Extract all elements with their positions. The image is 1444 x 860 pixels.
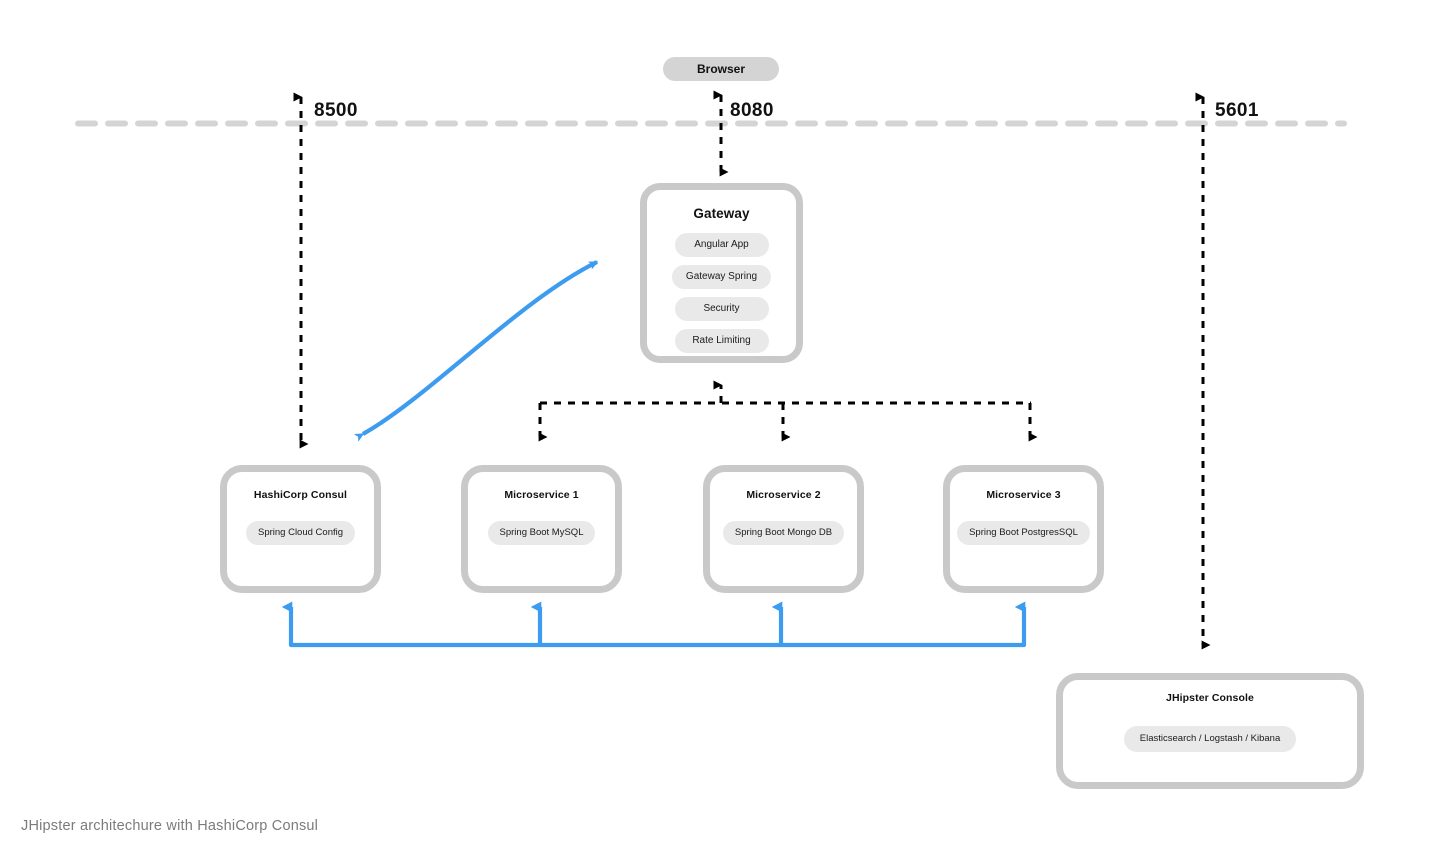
gateway-node[interactable]: Gateway Angular App Gateway Spring Secur… <box>640 183 803 363</box>
service-node-microservice-1[interactable]: Microservice 1 Spring Boot MySQL <box>461 465 622 593</box>
service-component-wrap: Spring Boot PostgresSQL <box>950 521 1097 545</box>
service-title: Microservice 2 <box>746 489 821 501</box>
service-component-wrap: Spring Boot Mongo DB <box>710 521 857 545</box>
service-node-microservice-2[interactable]: Microservice 2 Spring Boot Mongo DB <box>703 465 864 593</box>
gateway-title: Gateway <box>693 206 750 221</box>
jhipster-console-node[interactable]: JHipster Console Elasticsearch / Logstas… <box>1056 673 1364 789</box>
console-component-elk[interactable]: Elasticsearch / Logstash / Kibana <box>1123 726 1297 752</box>
service-component-spring-cloud-config[interactable]: Spring Cloud Config <box>245 521 356 545</box>
port-label-8080: 8080 <box>730 100 774 121</box>
port-label-5601: 5601 <box>1215 100 1259 121</box>
gateway-component-gateway-spring[interactable]: Gateway Spring <box>671 265 772 289</box>
service-title: Microservice 1 <box>504 489 579 501</box>
browser-node[interactable]: Browser <box>663 57 779 81</box>
console-component-wrap: Elasticsearch / Logstash / Kibana <box>1063 726 1357 752</box>
service-title: HashiCorp Consul <box>253 489 348 501</box>
service-component-spring-boot-mysql[interactable]: Spring Boot MySQL <box>487 521 596 545</box>
service-component-spring-boot-postgressql[interactable]: Spring Boot PostgresSQL <box>957 521 1090 545</box>
service-component-wrap: Spring Cloud Config <box>227 521 374 545</box>
console-title: JHipster Console <box>1166 692 1254 704</box>
service-node-hashicorp-consul[interactable]: HashiCorp Consul Spring Cloud Config <box>220 465 381 593</box>
diagram-caption: JHipster architechure with HashiCorp Con… <box>21 818 319 834</box>
gateway-component-security[interactable]: Security <box>674 297 769 321</box>
service-node-microservice-3[interactable]: Microservice 3 Spring Boot PostgresSQL <box>943 465 1104 593</box>
gateway-component-angular-app[interactable]: Angular App <box>674 233 769 257</box>
service-component-spring-boot-mongo-db[interactable]: Spring Boot Mongo DB <box>722 521 845 545</box>
service-title: Microservice 3 <box>986 489 1061 501</box>
gateway-component-rate-limiting[interactable]: Rate Limiting <box>674 329 769 353</box>
service-component-wrap: Spring Boot MySQL <box>468 521 615 545</box>
gateway-component-list: Angular App Gateway Spring Security Rate… <box>647 233 796 353</box>
edge-consul-gateway-curve <box>353 260 599 442</box>
port-label-8500: 8500 <box>314 100 358 121</box>
